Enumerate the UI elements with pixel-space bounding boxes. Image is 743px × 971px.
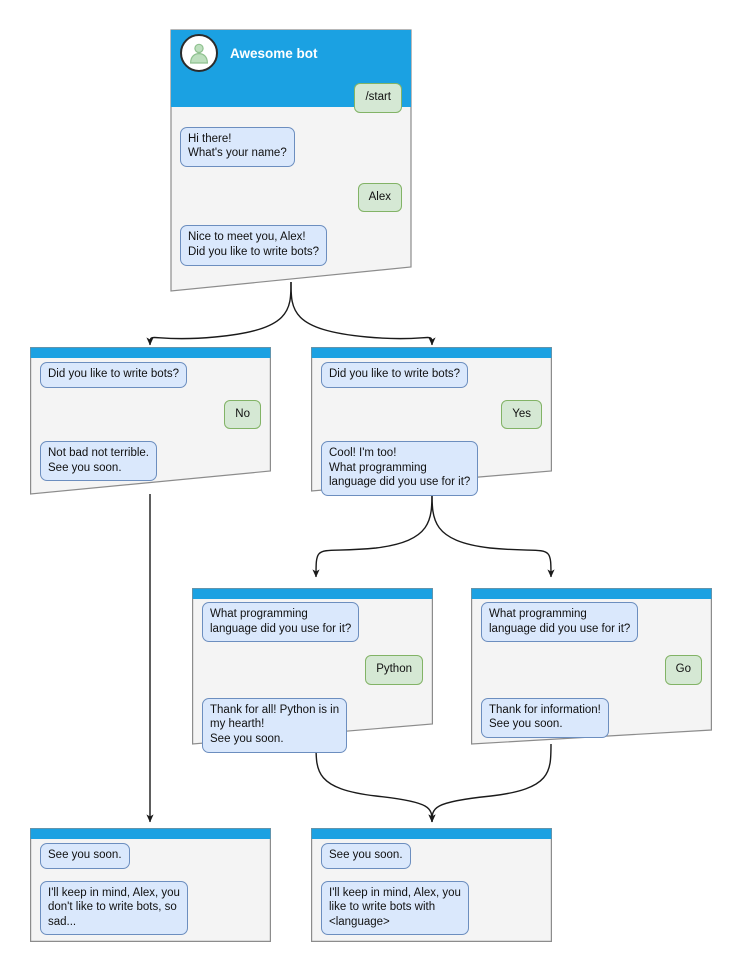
message-row: See you soon. [40,843,261,869]
node-language-python[interactable]: What programming language did you use fo… [192,588,433,753]
edge-go-to-farewell [428,743,552,823]
message-row: I'll keep in mind, Alex, you like to wri… [321,880,542,936]
edge-python-to-farewell [315,743,436,823]
node-answer-no[interactable]: Did you like to write bots? No Not bad n… [30,347,271,495]
message-row: Cool! I'm too! What programming language… [321,441,542,496]
message-row: See you soon. [321,843,542,869]
user-message-bubble: No [224,399,261,430]
message-row: Not bad not terrible. See you soon. [40,441,261,482]
user-message-bubble: /start [354,83,402,113]
user-avatar-icon [180,34,218,72]
message-row: /start [180,83,402,113]
node-start-messages: /start Hi there! What's your name? Alex … [170,83,412,266]
node-farewell-sad[interactable]: See you soon. I'll keep in mind, Alex, y… [30,828,271,942]
bot-message-bubble: Thank for information! See you soon. [481,697,609,738]
edge-start-to-yes [290,281,436,346]
edge-yes-to-python [312,490,433,578]
user-message-bubble: Go [664,655,702,685]
node-language-go[interactable]: What programming language did you use fo… [471,588,712,745]
node-start[interactable]: Awesome bot /start Hi there! What's your… [170,29,412,292]
bot-message-bubble: Thank for all! Python is in my hearth! S… [202,697,348,753]
edge-yes-to-go [431,490,555,578]
node-farewell-happy-messages: See you soon. I'll keep in mind, Alex, y… [311,843,552,936]
node-language-go-messages: What programming language did you use fo… [471,602,712,738]
bot-message-bubble: See you soon. [40,843,130,869]
user-message-bubble: Alex [357,182,402,213]
bot-message-bubble: What programming language did you use fo… [202,602,360,643]
message-row: What programming language did you use fo… [481,602,702,643]
bot-message-bubble: Did you like to write bots? [321,362,469,388]
bot-message-bubble: I'll keep in mind, Alex, you don't like … [40,880,188,936]
message-row: Did you like to write bots? [321,362,542,388]
message-row: No [40,399,261,430]
node-answer-yes[interactable]: Did you like to write bots? Yes Cool! I'… [311,347,552,496]
user-message-bubble: Python [365,655,423,685]
node-language-python-messages: What programming language did you use fo… [192,602,433,753]
message-row: Thank for all! Python is in my hearth! S… [202,697,423,753]
node-answer-no-messages: Did you like to write bots? No Not bad n… [30,362,271,482]
user-message-bubble: Yes [501,399,542,430]
message-row: Python [202,655,423,685]
bot-message-bubble: Did you like to write bots? [40,362,188,388]
node-farewell-sad-messages: See you soon. I'll keep in mind, Alex, y… [30,843,271,936]
bot-message-bubble: Cool! I'm too! What programming language… [321,441,479,496]
node-answer-yes-messages: Did you like to write bots? Yes Cool! I'… [311,362,552,496]
message-row: Go [481,655,702,685]
message-row: What programming language did you use fo… [202,602,423,643]
message-row: Thank for information! See you soon. [481,697,702,738]
node-start-title: Awesome bot [230,45,318,61]
message-row: Yes [321,399,542,430]
node-farewell-happy[interactable]: See you soon. I'll keep in mind, Alex, y… [311,828,552,942]
message-row: Nice to meet you, Alex! Did you like to … [180,225,402,266]
bot-message-bubble: Not bad not terrible. See you soon. [40,441,158,482]
bot-message-bubble: What programming language did you use fo… [481,602,639,643]
message-row: Hi there! What's your name? [180,126,402,167]
node-start-header: Awesome bot [170,29,412,77]
bot-message-bubble: Nice to meet you, Alex! Did you like to … [180,225,328,266]
bot-message-bubble: I'll keep in mind, Alex, you like to wri… [321,880,469,936]
bot-message-bubble: Hi there! What's your name? [180,126,295,167]
message-row: Did you like to write bots? [40,362,261,388]
message-row: I'll keep in mind, Alex, you don't like … [40,880,261,936]
bot-message-bubble: See you soon. [321,843,411,869]
message-row: Alex [180,182,402,213]
